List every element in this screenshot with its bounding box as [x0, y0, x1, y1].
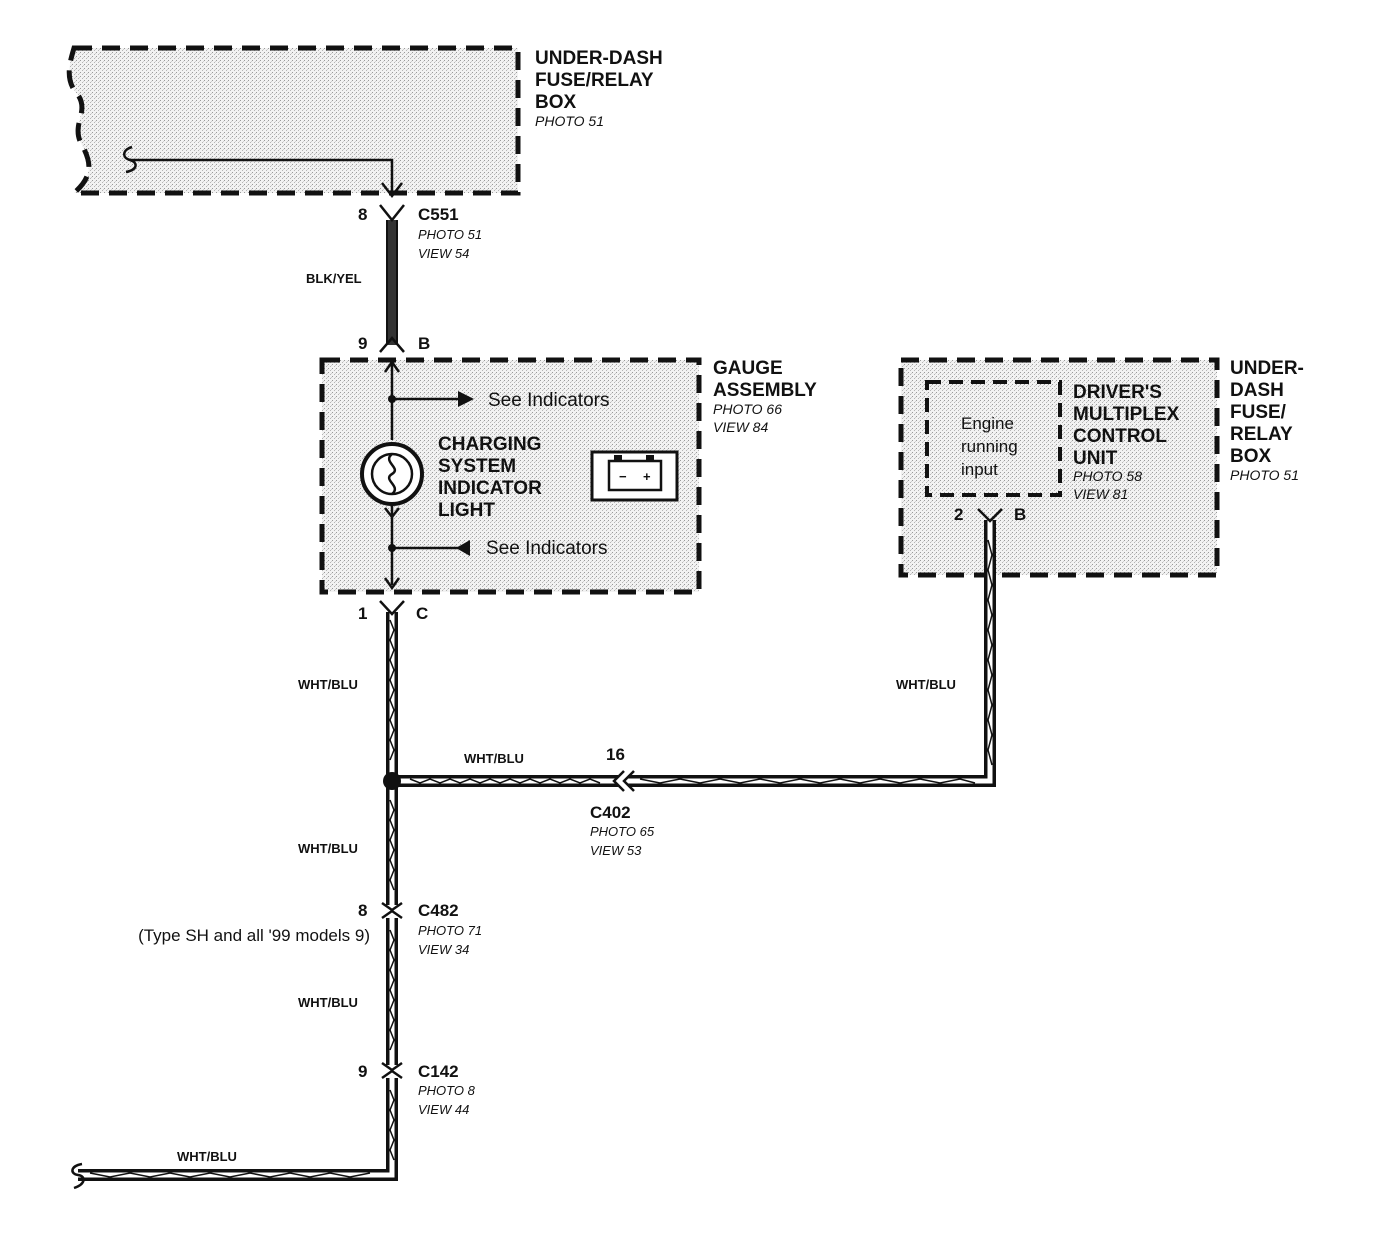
c142-connector	[381, 1061, 403, 1080]
driver-unit-outer-box	[898, 357, 1220, 578]
underdash-right-title-1: UNDER-	[1230, 358, 1304, 379]
indicator-light-label-3: INDICATOR	[438, 478, 542, 499]
underdash-left-title-2: FUSE/RELAY	[535, 70, 654, 91]
underdash-right-photo: PHOTO 51	[1230, 467, 1299, 483]
c402-pin: 16	[606, 745, 625, 764]
c551-connector	[379, 204, 405, 353]
underdash-fuse-box-left	[66, 45, 521, 196]
gauge-pin-out: 1	[358, 604, 367, 623]
gauge-letter-out: C	[416, 604, 428, 623]
engine-input-line-3: input	[961, 460, 998, 479]
fuse-feed-line	[130, 158, 394, 195]
underdash-right-title-5: BOX	[1230, 446, 1272, 467]
underdash-left-photo: PHOTO 51	[535, 113, 604, 129]
gauge-title-1: GAUGE	[713, 358, 783, 379]
driver-unit-pin: 2	[954, 505, 963, 524]
indicator-light-label-2: SYSTEM	[438, 456, 516, 477]
driver-unit-title-3: CONTROL	[1073, 426, 1167, 447]
c142-name: C142	[418, 1062, 459, 1081]
indicator-light-label-4: LIGHT	[438, 500, 495, 521]
c482-name: C482	[418, 901, 459, 920]
underdash-right-title-3: FUSE/	[1230, 402, 1287, 423]
c142-view: VIEW 44	[418, 1102, 469, 1117]
c142-photo: PHOTO 8	[418, 1083, 476, 1098]
gauge-photo: PHOTO 66	[713, 401, 782, 417]
gauge-title-2: ASSEMBLY	[713, 380, 817, 401]
wire-squiggles	[89, 539, 993, 1178]
driver-unit-title-4: UNIT	[1073, 448, 1118, 469]
driver-unit-photo: PHOTO 58	[1073, 468, 1142, 484]
c551-pin-bottom: 9	[358, 334, 367, 353]
engine-input-line-1: Engine	[961, 414, 1014, 433]
c551-name: C551	[418, 205, 459, 224]
c142-pin: 9	[358, 1062, 367, 1081]
battery-plus: +	[643, 469, 651, 484]
driver-unit-title-2: MULTIPLEX	[1073, 404, 1180, 425]
underdash-left-title-1: UNDER-DASH	[535, 48, 663, 69]
c402-name: C402	[590, 803, 631, 822]
driver-b-connector	[977, 508, 1003, 523]
driver-unit-view: VIEW 81	[1073, 486, 1128, 502]
c551-view: VIEW 54	[418, 246, 469, 261]
battery-icon	[590, 450, 679, 502]
splice-point	[383, 772, 401, 790]
engine-input-line-2: running	[961, 437, 1018, 456]
wire-label-3: WHT/BLU	[464, 751, 524, 766]
wire-label-4: WHT/BLU	[298, 841, 358, 856]
driver-unit-letter: B	[1014, 505, 1026, 524]
c551-pin-top: 8	[358, 205, 367, 224]
c482-view: VIEW 34	[418, 942, 469, 957]
gauge-view: VIEW 84	[713, 419, 768, 435]
battery-minus: −	[619, 469, 627, 484]
c551-letter: B	[418, 334, 430, 353]
see-indicators-top: See Indicators	[488, 390, 609, 411]
gauge-c-connector	[379, 600, 405, 616]
wire-label-1: WHT/BLU	[298, 677, 358, 692]
wire-label-2: WHT/BLU	[896, 677, 956, 692]
wire-label-blk-yel: BLK/YEL	[306, 271, 362, 286]
underdash-right-title-4: RELAY	[1230, 424, 1293, 445]
driver-unit-title-1: DRIVER'S	[1073, 382, 1162, 403]
c482-pin: 8	[358, 901, 367, 920]
c402-connector	[612, 770, 635, 792]
wire-label-6: WHT/BLU	[177, 1149, 237, 1164]
c551-photo: PHOTO 51	[418, 227, 482, 242]
fuse-feed-arrow	[381, 182, 403, 199]
c482-note: (Type SH and all '99 models 9)	[138, 926, 370, 945]
underdash-left-title-3: BOX	[535, 92, 577, 113]
underdash-right-title-2: DASH	[1230, 380, 1284, 401]
c482-connector	[381, 901, 403, 920]
see-indicators-bottom: See Indicators	[486, 538, 607, 559]
wire-break-symbol	[71, 1162, 85, 1190]
c482-photo: PHOTO 71	[418, 923, 482, 938]
gauge-internal-circuit	[360, 359, 474, 591]
c402-photo: PHOTO 65	[590, 824, 655, 839]
wire-label-5: WHT/BLU	[298, 995, 358, 1010]
c402-view: VIEW 53	[590, 843, 642, 858]
indicator-light-label-1: CHARGING	[438, 434, 541, 455]
engine-running-input-box	[925, 380, 1062, 497]
